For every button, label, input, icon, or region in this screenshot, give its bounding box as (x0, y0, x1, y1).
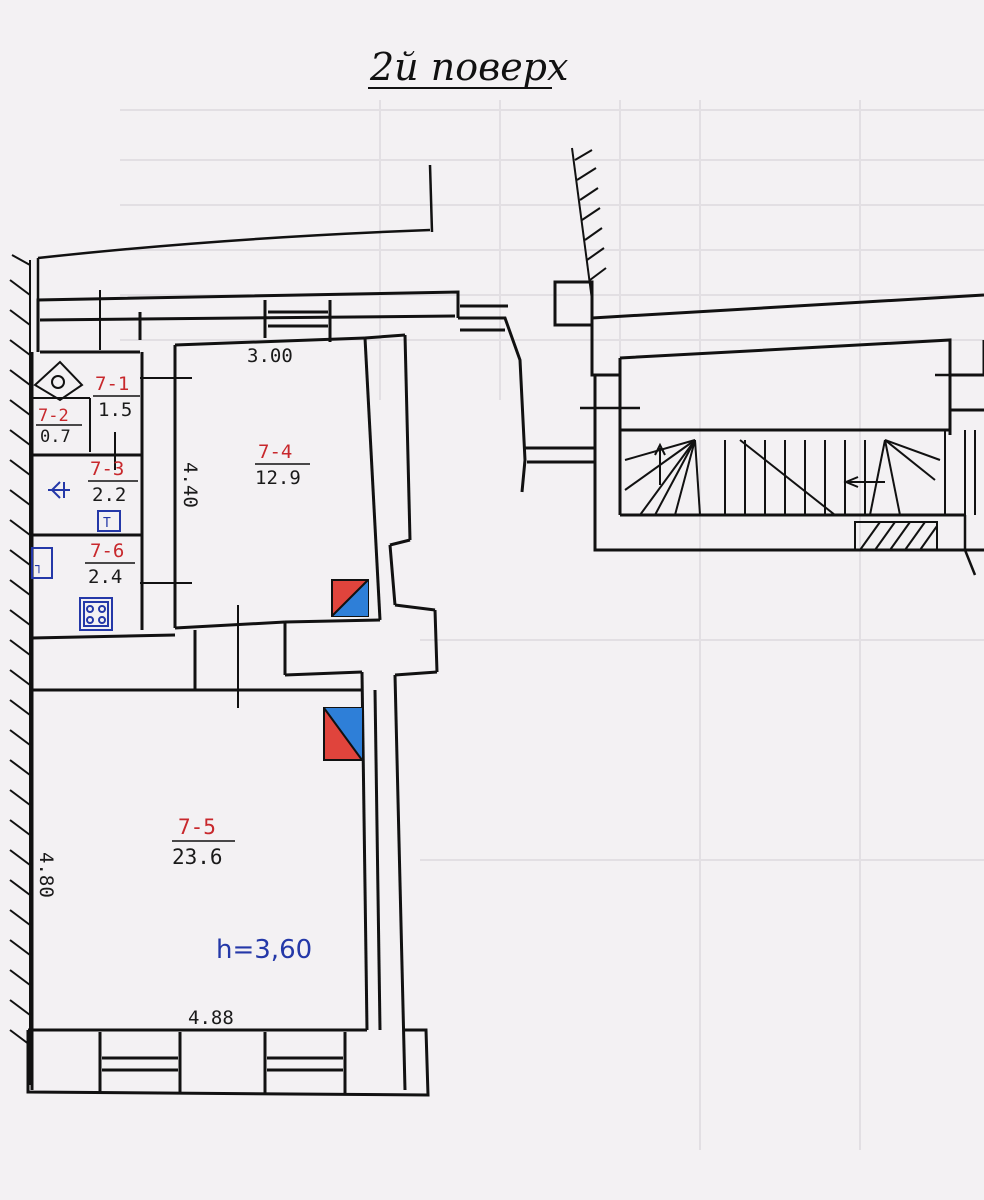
sink-icon: T (97, 510, 121, 532)
ceiling-height: h=3,60 (216, 935, 312, 965)
plan-title: 2й поверх (369, 45, 568, 89)
room-area: 12.9 (255, 467, 301, 489)
stair-right-edge (580, 373, 977, 576)
svg-text:┐: ┐ (34, 559, 43, 574)
room-id: 7-3 (90, 458, 124, 480)
room-id: 7-6 (90, 540, 124, 562)
toilet-fixture (32, 360, 91, 452)
dimension-7-5-width: 4.88 (188, 1007, 234, 1029)
shower-icon (48, 481, 70, 499)
room-id: 7-1 (95, 373, 129, 395)
staircase (624, 430, 976, 516)
room-7-1: 7-1 1.5 (93, 373, 140, 421)
walls (26, 280, 984, 1097)
svg-text:T: T (103, 516, 111, 531)
exterior-wall-hatch-right (571, 147, 607, 301)
room-id: 7-4 (258, 441, 292, 463)
dimension-7-5-depth: 4.80 (35, 852, 57, 898)
vent-shaft-lower (323, 707, 363, 761)
room-area: 23.6 (172, 845, 223, 869)
water-heater-icon: ┐ (31, 547, 53, 579)
dimension-7-4-width: 3.00 (247, 345, 293, 367)
vent-shaft-upper (331, 579, 369, 617)
room-area: 0.7 (40, 427, 71, 447)
room-7-3: 7-3 2.2 (88, 458, 138, 506)
room-7-2: 7-2 0.7 (36, 406, 82, 447)
door-markers (99, 290, 239, 708)
room-id: 7-5 (178, 815, 216, 839)
room-7-5: 7-5 23.6 (172, 815, 235, 869)
bleed-through-table (120, 100, 984, 1150)
room-area: 1.5 (98, 399, 132, 421)
room-7-6: 7-6 2.4 (85, 540, 135, 588)
dimension-7-4-depth: 4.40 (179, 462, 201, 508)
room-7-4: 7-4 12.9 (255, 441, 310, 489)
room-id: 7-2 (38, 406, 69, 426)
room-area: 2.2 (92, 484, 126, 506)
room-area: 2.4 (88, 566, 122, 588)
exterior-wall-hatch-left (9, 254, 31, 1085)
stair-landing-hatch (854, 521, 938, 551)
stove-icon (79, 597, 113, 631)
